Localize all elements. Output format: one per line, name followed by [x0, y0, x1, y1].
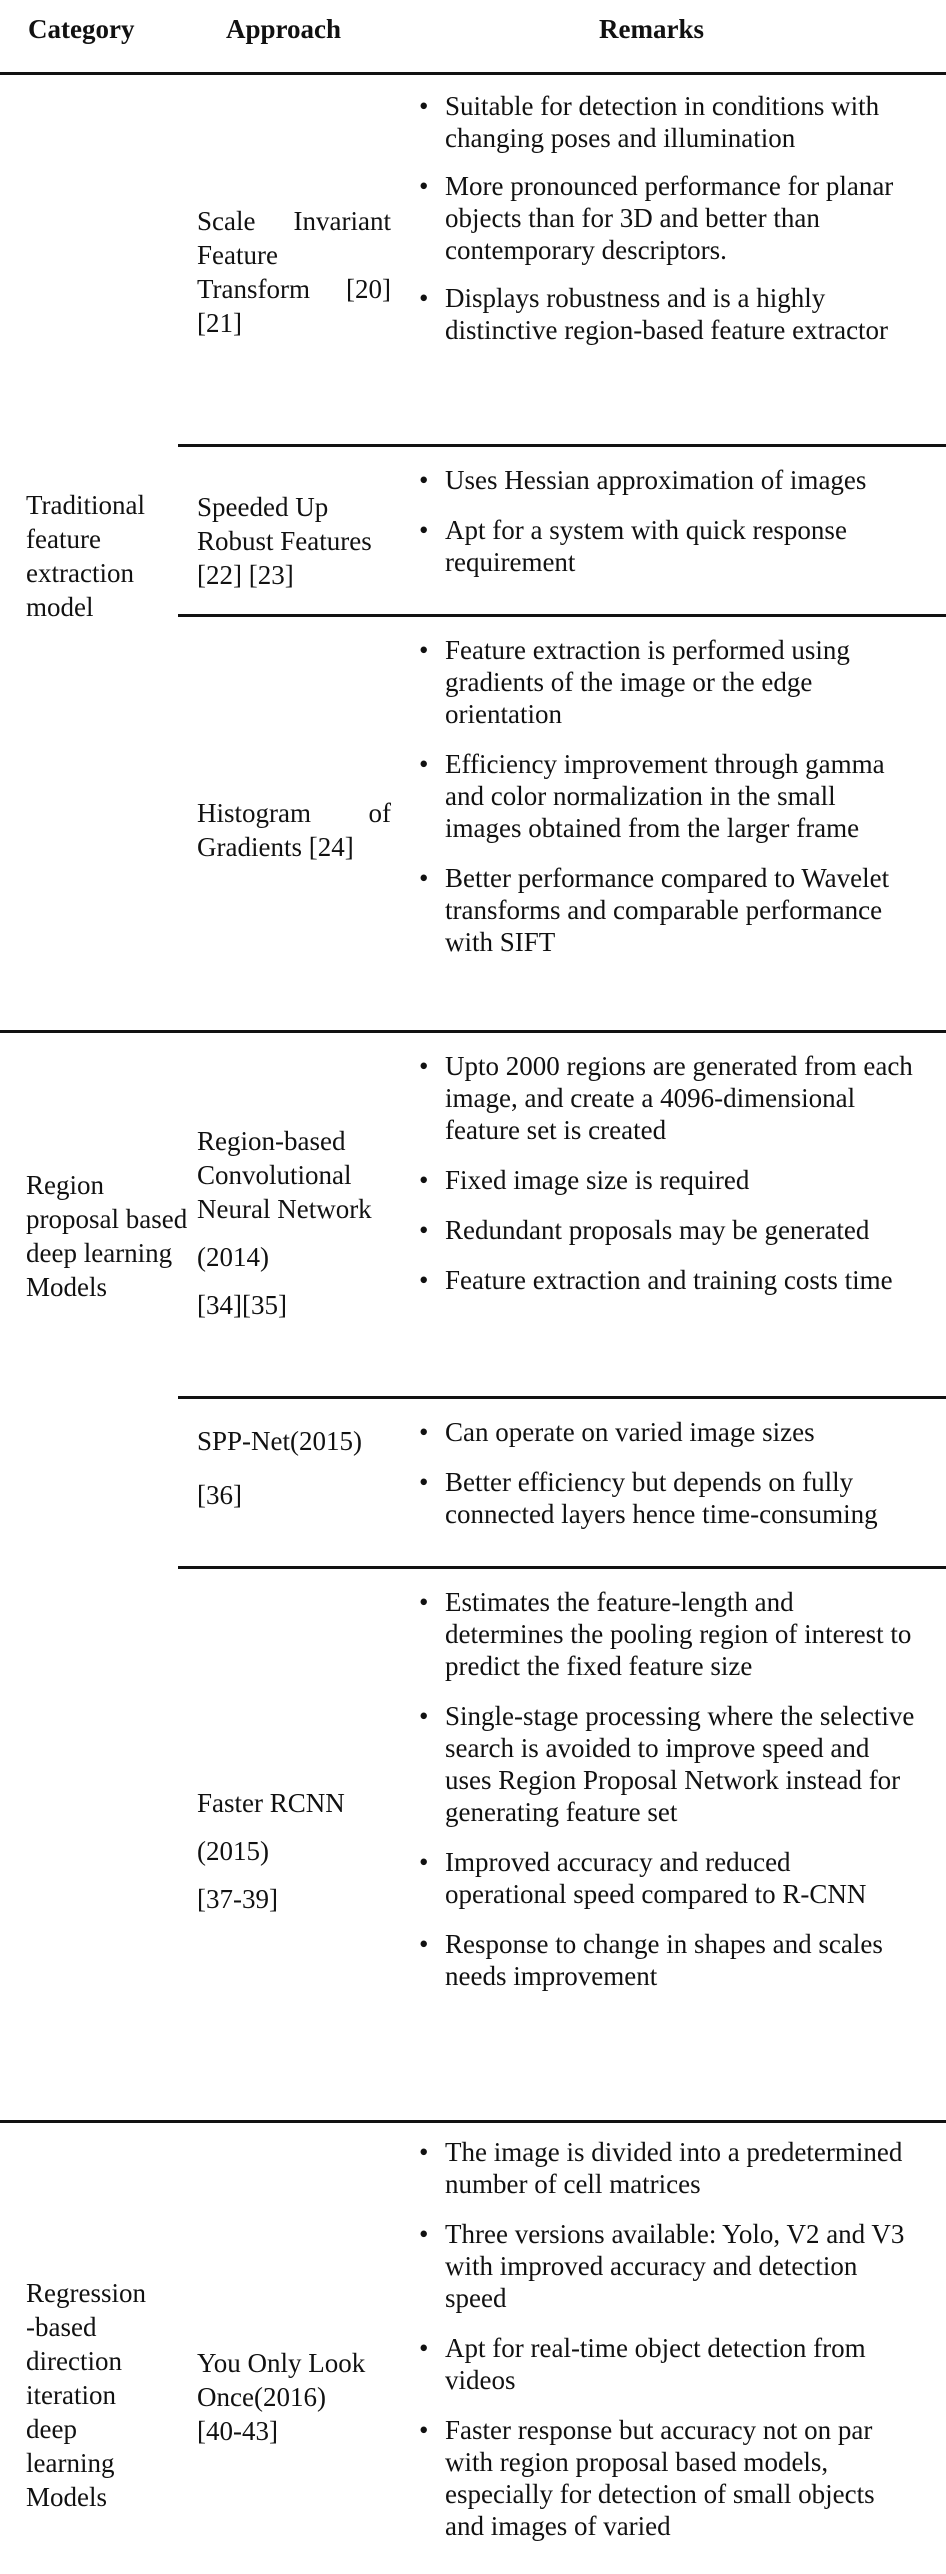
- header-category: Category: [28, 14, 135, 44]
- list-item: Estimates the feature-length and determi…: [419, 1586, 917, 1682]
- list-item: Three versions available: Yolo, V2 and V…: [419, 2218, 917, 2314]
- list-item: Response to change in shapes and scales …: [419, 1928, 917, 1992]
- list-item: More pronounced performance for planar o…: [419, 170, 917, 266]
- remarks-spp: Can operate on varied image sizes Better…: [419, 1416, 917, 1530]
- list-item: Efficiency improvement through gamma and…: [419, 748, 917, 844]
- approach-yolo: You Only Look Once(2016) [40-43]: [197, 2348, 366, 2446]
- list-item: Improved accuracy and reduced operationa…: [419, 1846, 917, 1910]
- list-item: Better efficiency but depends on fully c…: [419, 1466, 917, 1530]
- approach-spp: SPP-Net(2015) [36]: [197, 1426, 363, 1510]
- list-item: Single-stage processing where the select…: [419, 1700, 917, 1828]
- category-regression: Regression -based direction iteration de…: [26, 2278, 146, 2512]
- approach-surf: Speeded Up Robust Features [22] [23]: [197, 492, 372, 590]
- list-item: Feature extraction and training costs ti…: [419, 1264, 917, 1296]
- remarks-rcnn: Upto 2000 regions are generated from eac…: [419, 1050, 917, 1296]
- row-rule: [178, 1396, 946, 1399]
- remarks-surf: Uses Hessian approximation of images Apt…: [419, 464, 917, 578]
- approach-rcnn: Region-based Convolutional Neural Networ…: [197, 1126, 372, 1320]
- list-item: Faster response but accuracy not on par …: [419, 2414, 917, 2542]
- remarks-yolo: The image is divided into a predetermine…: [419, 2136, 917, 2542]
- category-traditional: Traditional feature extraction model: [26, 490, 146, 622]
- row-rule: [178, 614, 946, 617]
- row-rule: [178, 444, 946, 447]
- group-rule: [0, 2120, 946, 2123]
- header-approach: Approach: [226, 14, 342, 44]
- list-item: Fixed image size is required: [419, 1164, 917, 1196]
- remarks-sift: Suitable for detection in conditions wit…: [419, 90, 917, 346]
- approach-hog: Histogram of Gradients [24]: [197, 798, 391, 862]
- list-item: The image is divided into a predetermine…: [419, 2136, 917, 2200]
- list-item: Redundant proposals may be generated: [419, 1214, 917, 1246]
- remarks-faster-rcnn: Estimates the feature-length and determi…: [419, 1586, 917, 1992]
- list-item: Displays robustness and is a highly dist…: [419, 282, 917, 346]
- list-item: Can operate on varied image sizes: [419, 1416, 917, 1448]
- list-item: Better performance compared to Wavelet t…: [419, 862, 917, 958]
- approach-faster-rcnn: Faster RCNN (2015) [37-39]: [197, 1788, 345, 1914]
- header-remarks: Remarks: [599, 14, 704, 44]
- list-item: Apt for a system with quick response req…: [419, 514, 917, 578]
- list-item: Suitable for detection in conditions wit…: [419, 90, 917, 154]
- group-rule: [0, 1030, 946, 1033]
- list-item: Uses Hessian approximation of images: [419, 464, 917, 496]
- remarks-hog: Feature extraction is performed using gr…: [419, 634, 917, 958]
- row-rule: [178, 1566, 946, 1569]
- header-rule: [0, 72, 946, 75]
- table-header: Category Approach Remarks: [0, 0, 946, 74]
- list-item: Upto 2000 regions are generated from eac…: [419, 1050, 917, 1146]
- list-item: Feature extraction is performed using gr…: [419, 634, 917, 730]
- category-region-proposal: Region proposal based deep learning Mode…: [26, 1170, 188, 1302]
- list-item: Apt for real-time object detection from …: [419, 2332, 917, 2396]
- approach-sift: Scale Invariant Feature Transform [20] […: [197, 206, 391, 338]
